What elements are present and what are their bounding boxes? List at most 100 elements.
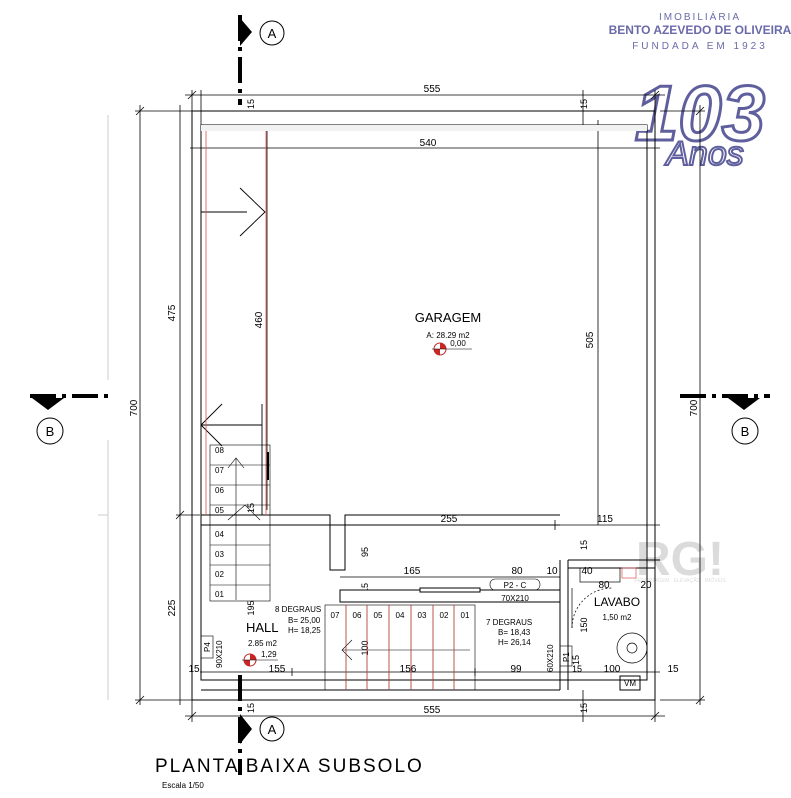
outer-wall [191,110,656,701]
logo-line1: IMOBILIÁRIA [659,10,741,23]
bottom-stair-red [345,605,455,690]
door-p2-size: 70X210 [501,594,529,603]
dim-garage-height: 460 [254,311,265,328]
dim-155: 155 [269,664,286,675]
hall-name: HALL [246,620,279,635]
dim-wc-15: 15 [579,540,589,550]
section-b-right-circle [731,417,759,445]
bottom-step-06: 06 [353,611,362,620]
left-step-07: 07 [215,466,224,475]
dim-right-total: 700 [689,399,700,416]
left-step-08: 08 [215,446,224,455]
section-a-top-label: A [268,26,277,41]
dim-hall-15: 15 [360,583,370,593]
lower-stair-h: H= 26,14 [498,638,531,647]
left-step-03: 03 [215,550,224,559]
dim-255: 255 [441,514,458,525]
stair-notes: 8 DEGRAUS B= 25,00 H= 18,25 7 DEGRAUS B=… [275,605,532,647]
logo-word: Anos [664,135,744,173]
bottom-step-07: 07 [331,611,340,620]
upper-stair-title: 8 DEGRAUS [275,605,321,614]
vm-label: VM [624,679,636,688]
bottom-step-05: 05 [374,611,383,620]
lower-stair-b: B= 18,43 [498,628,531,637]
dim-80b: 80 [598,580,610,591]
door-p4-label: P4 [203,642,212,652]
left-step-04: 04 [215,530,224,539]
lavabo-fixtures [571,567,648,664]
bottom-stair-numbers: 07 06 05 04 03 02 01 [331,611,470,620]
dim-wall-mid: 15 [246,503,256,513]
dim-left-total: 700 [129,399,140,416]
garage-name: GARAGEM [415,310,481,325]
dim-15-right: 15 [667,664,679,675]
dim-left-upper: 475 [167,304,178,321]
garage-arrows [200,187,266,515]
section-b-left-arrow [32,398,64,410]
door-p2-label: P2 - C [504,581,527,590]
toilet-drain-icon [626,642,638,654]
section-a-bottom-circle [259,716,285,742]
dim-100: 100 [604,664,621,675]
hall-level: 1,29 [261,650,277,659]
dim-115: 115 [597,514,613,525]
dim-right-inner: 505 [585,331,596,348]
section-b-left-circle [36,417,64,445]
dim-wall-top-left: 15 [246,99,256,109]
dim-wc-15b: 15 [571,655,581,665]
dim-left-lower: 225 [167,599,178,616]
garage-level: 0,00 [450,339,466,348]
dim-80a: 80 [511,566,523,577]
left-step-02: 02 [215,570,224,579]
toilet-icon [616,632,648,664]
dim-wall-bottom-right: 15 [579,703,589,713]
section-a-top-arrow [240,18,252,46]
dim-165: 165 [404,566,421,577]
dim-156: 156 [400,664,417,675]
section-a-bottom-label: A [268,722,277,737]
section-b-left-label: B [46,424,55,439]
garage-area: A: 28.29 m2 [426,331,470,340]
upper-stair-b: B= 25,00 [288,616,321,625]
hall-area: 2.85 m2 [248,639,277,648]
dim-wc-150: 150 [579,617,589,632]
dim-10: 10 [546,566,558,577]
dim-40: 40 [581,566,593,577]
room-labels: GARAGEM A: 28.29 m2 0,00 HALL 2.85 m2 1,… [246,310,640,659]
plan-title-block: PLANTA BAIXA SUBSOLO Escala 1/50 [155,756,424,790]
logo-line3: FUNDADA EM 1923 [632,41,768,52]
garage-level-marker [432,342,472,356]
left-step-05: 05 [215,506,224,515]
dim-top-inner: 540 [420,138,437,149]
dim-15-mid: 15 [572,664,582,674]
ramp-guides [205,131,267,515]
hall-level-marker [242,653,278,667]
lavabo-name: LAVABO [594,595,640,609]
lower-stair-title: 7 DEGRAUS [486,618,532,627]
section-labels: A A B B [46,26,750,737]
bottom-step-04: 04 [396,611,405,620]
dim-bottom: 555 [424,705,441,716]
door-p1-size: 60X210 [546,644,555,672]
dimension-texts: 555 540 555 700 700 475 225 460 505 15 1… [129,84,700,716]
dim-99: 99 [510,664,522,675]
watermark-subtext: REPORTAGEM · ELEVAÇÃO · IMÓVEIS [634,577,726,584]
section-a-top-circle [259,20,285,46]
section-a-bottom-arrow [240,714,252,744]
door-labels: P2 - C 70X210 P4 90X210 P1 60X210 VM [200,578,636,688]
lavabo-area: 1,50 m2 [603,613,632,622]
dim-top-outer: 555 [424,84,441,95]
left-stair [209,444,271,602]
walls [98,110,660,701]
dim-15-left: 15 [188,664,200,675]
level-markers [242,342,472,667]
dim-hall-95: 95 [360,547,370,557]
section-b-right-arrow [728,398,760,410]
dim-wall-top-right: 15 [579,99,589,109]
left-stair-numbers: 08 07 06 05 04 03 02 01 [215,446,224,599]
plan-title: PLANTA BAIXA SUBSOLO [155,756,424,777]
dim-hall-100: 100 [360,640,370,655]
section-markers [30,15,770,775]
